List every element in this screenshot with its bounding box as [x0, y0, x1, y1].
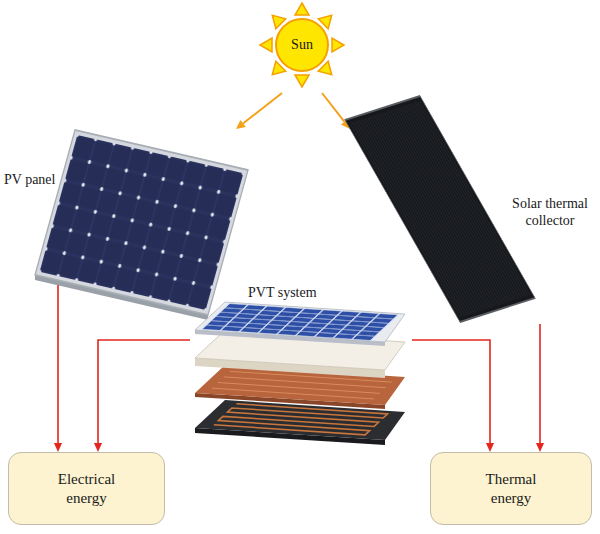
sun-rays — [260, 3, 344, 87]
node-label: Sun — [291, 37, 313, 53]
solar-thermal-collector: Solar thermal collector — [340, 92, 594, 324]
energy-box: Thermal energy — [430, 452, 592, 525]
pvt-layers-picture — [195, 302, 405, 445]
arrowhead — [486, 443, 494, 452]
connector-line — [412, 340, 490, 444]
connector-line — [98, 340, 190, 444]
energy-box: Electrical energy — [8, 452, 165, 525]
connector-line — [539, 324, 541, 444]
energy-flow-arrow — [54, 285, 62, 452]
energy-flow-arrow — [412, 340, 494, 452]
connector-line — [57, 285, 59, 444]
arrowhead — [94, 443, 102, 452]
node-label: Electrical energy — [47, 470, 127, 508]
node-label: Thermal energy — [471, 470, 551, 508]
arrowhead — [54, 443, 62, 452]
solar-collector-picture — [345, 96, 535, 322]
arrowhead — [536, 443, 544, 452]
pv-panel: PV panel — [0, 125, 250, 285]
sun-circle: Sun — [275, 18, 329, 72]
node-label: Solar thermal collector — [508, 196, 592, 230]
node-label: PV panel — [3, 172, 56, 189]
energy-flow-arrow — [536, 324, 544, 452]
pv-panel-picture — [35, 130, 248, 320]
energy-flow-arrow — [94, 340, 190, 452]
node-label: PVT system — [248, 285, 317, 302]
sunlight-arrows — [236, 93, 350, 129]
pvt-system: PVT system — [190, 283, 412, 448]
